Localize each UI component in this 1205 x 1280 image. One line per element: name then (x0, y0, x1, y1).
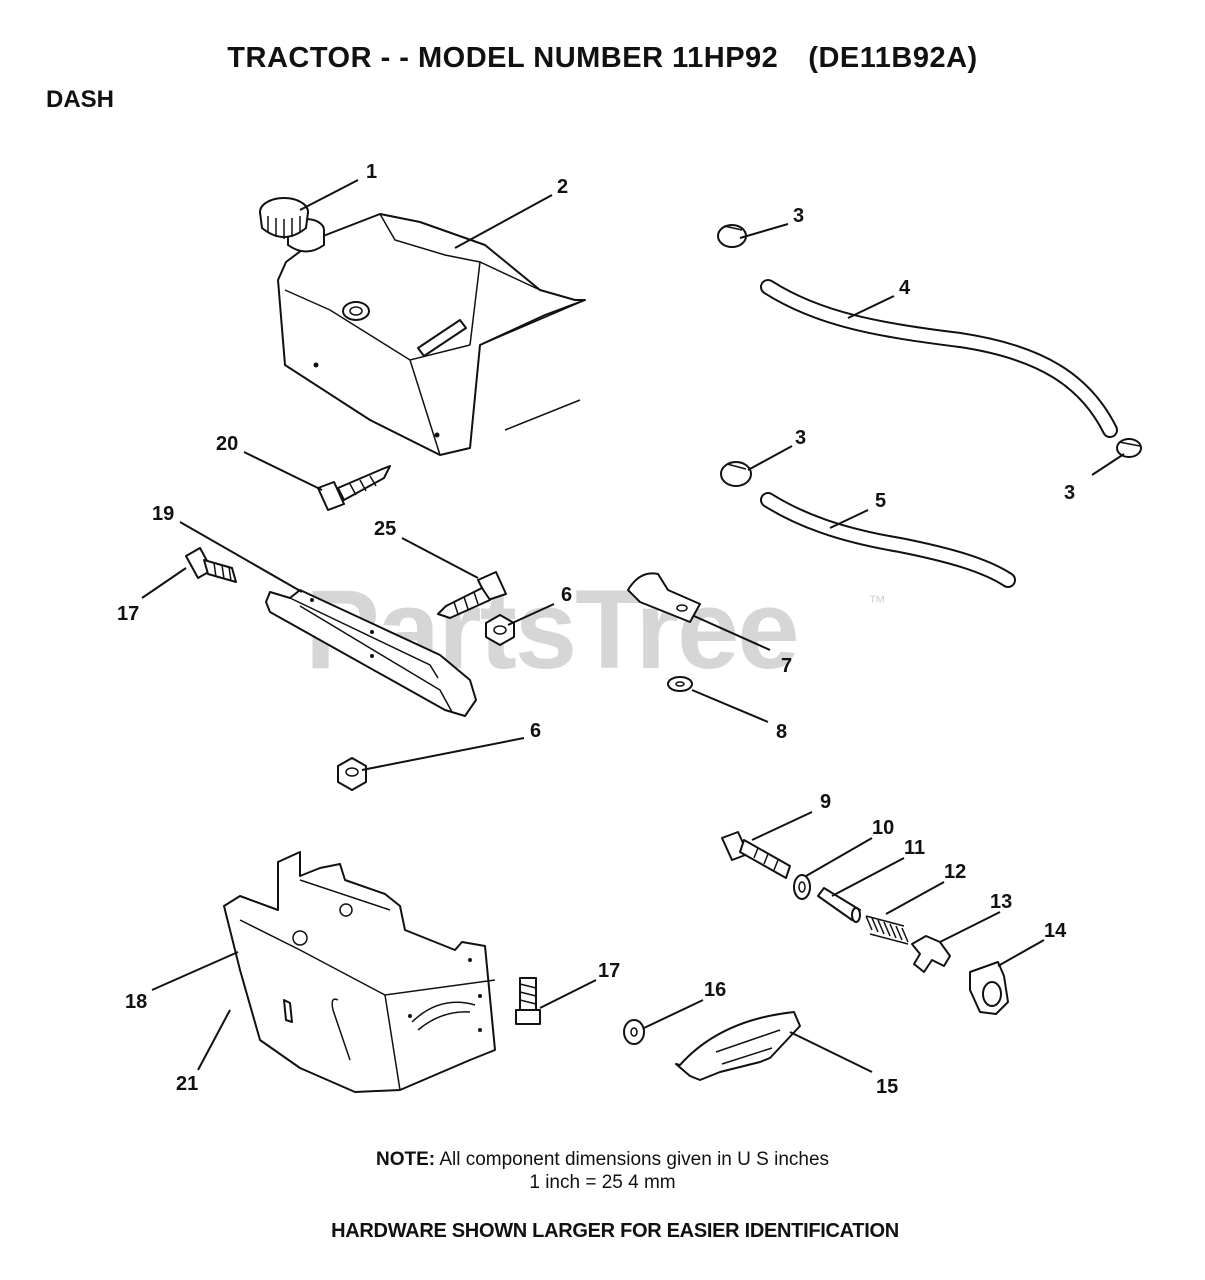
spring-part (865, 915, 909, 945)
callout-20: 20 (216, 433, 238, 455)
nut-part-6b (337, 757, 367, 791)
note-label: NOTE: (375, 1149, 436, 1170)
bolt-part-9 (721, 831, 791, 879)
bolt-part-17a (185, 547, 237, 583)
callout-16: 16 (704, 979, 726, 1001)
lever-part (911, 935, 951, 973)
hardware-footer: HARDWARE SHOWN LARGER FOR EASIER IDENTIF… (331, 1220, 899, 1242)
callout-21: 21 (176, 1073, 198, 1095)
callout-18: 18 (125, 991, 147, 1013)
bolt-part-17b (515, 977, 541, 1025)
callout-25: 25 (374, 518, 396, 540)
washer-part-8 (667, 676, 693, 692)
callout-7: 7 (781, 655, 792, 677)
watermark-trademark: ™ (868, 592, 886, 612)
callout-17b: 17 (598, 960, 620, 982)
callout-4: 4 (899, 277, 911, 299)
title-text: TRACTOR - - MODEL NUMBER 11HP92 (227, 42, 779, 74)
callout-13: 13 (990, 891, 1012, 913)
callout-6b: 6 (530, 720, 541, 742)
callout-1: 1 (366, 161, 377, 183)
washer-part-10 (793, 874, 811, 900)
page-title: TRACTOR - - MODEL NUMBER 11HP92 (DE11B92A… (0, 42, 1205, 75)
hose-part-lower (760, 492, 1016, 588)
clamp-part-a (717, 224, 747, 248)
callout-10: 10 (872, 817, 894, 839)
note-line-1: NOTE: All component dimensions given in … (0, 1148, 1205, 1171)
spacer-part (817, 887, 861, 923)
bolt-part-25 (437, 571, 507, 619)
callout-6a: 6 (561, 584, 572, 606)
callout-19: 19 (152, 503, 174, 525)
knob-part (969, 961, 1009, 1015)
callout-5: 5 (875, 490, 886, 512)
clip-part (627, 572, 701, 623)
callout-3c: 3 (1064, 482, 1075, 504)
callout-3a: 3 (793, 205, 804, 227)
section-label: DASH (46, 86, 115, 113)
washer-part-16 (623, 1019, 645, 1045)
callout-17a: 17 (117, 603, 139, 625)
note-line-2: 1 inch = 25 4 mm (529, 1172, 676, 1193)
callout-15: 15 (876, 1076, 898, 1098)
screw-part-20 (317, 465, 391, 511)
leader-lines (141, 179, 1125, 1073)
callout-3b: 3 (795, 427, 806, 449)
callout-2: 2 (557, 176, 568, 198)
callout-12: 12 (944, 861, 966, 883)
cap-part (259, 197, 309, 239)
clamp-part-b (720, 461, 752, 487)
callout-14: 14 (1044, 920, 1067, 942)
callout-8: 8 (776, 721, 787, 743)
plate-part (675, 1011, 801, 1081)
hose-part-upper (760, 279, 1118, 438)
model-code: (DE11B92A) (808, 42, 978, 74)
dash-housing-part (223, 851, 496, 1093)
nut-part-6a (485, 614, 515, 646)
dash-panel-part (277, 213, 586, 456)
callout-9: 9 (820, 791, 831, 813)
dimension-note: NOTE: All component dimensions given in … (0, 1148, 1205, 1194)
clamp-part-c (1116, 438, 1142, 458)
note-text: All component dimensions given in U S in… (439, 1149, 830, 1170)
bracket-part (265, 589, 477, 717)
callout-11: 11 (904, 837, 925, 859)
